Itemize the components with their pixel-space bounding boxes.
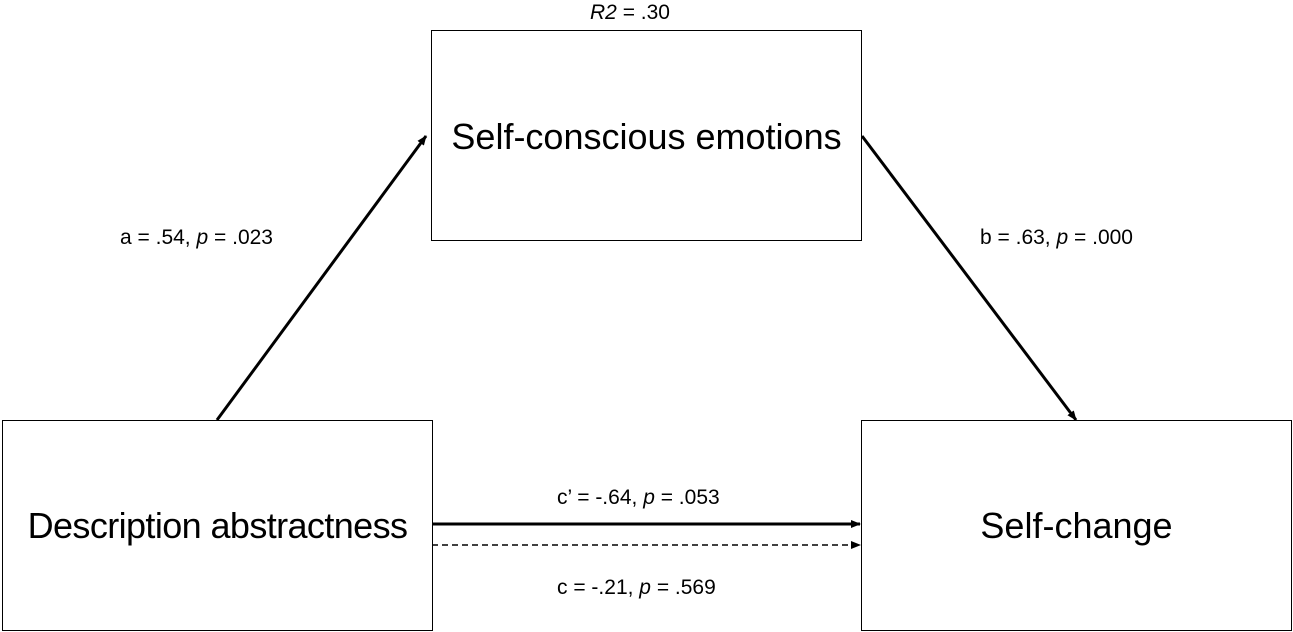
predictor-box: [2, 420, 433, 631]
path-a-p-symbol: p: [196, 226, 209, 249]
path-b-p-symbol: p: [1056, 226, 1069, 249]
path-c-coef: c = -.21,: [557, 576, 640, 599]
path-a-label: a = .54, p = .023: [120, 226, 273, 250]
path-c-label: c = -.21, p = .569: [557, 576, 716, 600]
mediator-label: Self-conscious emotions: [451, 116, 842, 157]
path-c-prime-coef: c’ = -.64,: [557, 486, 644, 509]
path-b-p-value: = .000: [1068, 226, 1133, 249]
path-c-p-value: = .569: [650, 576, 716, 599]
path-b-coef: b = .63,: [980, 226, 1057, 249]
path-c-prime-p-value: = .053: [654, 486, 720, 509]
outcome-label: Self-change: [980, 505, 1173, 546]
path-c-p-symbol: p: [639, 576, 651, 599]
path-b-arrow: [860, 135, 1078, 421]
r2-value: = .30: [616, 1, 670, 24]
path-b-label: b = .63, p = .000: [980, 226, 1133, 250]
path-a-arrow: [215, 135, 428, 421]
path-a-p-value: = .023: [208, 226, 273, 249]
mediator-box: [431, 30, 862, 241]
path-c-prime-p-symbol: p: [643, 486, 655, 509]
r2-symbol: R2: [590, 1, 617, 24]
path-a-coef: a = .54,: [120, 226, 197, 249]
r2-label: R2 = .30: [590, 1, 670, 25]
outcome-box: [861, 420, 1292, 631]
path-c-prime-label: c’ = -.64, p = .053: [557, 486, 720, 510]
predictor-label: Description abstractness: [27, 505, 408, 546]
